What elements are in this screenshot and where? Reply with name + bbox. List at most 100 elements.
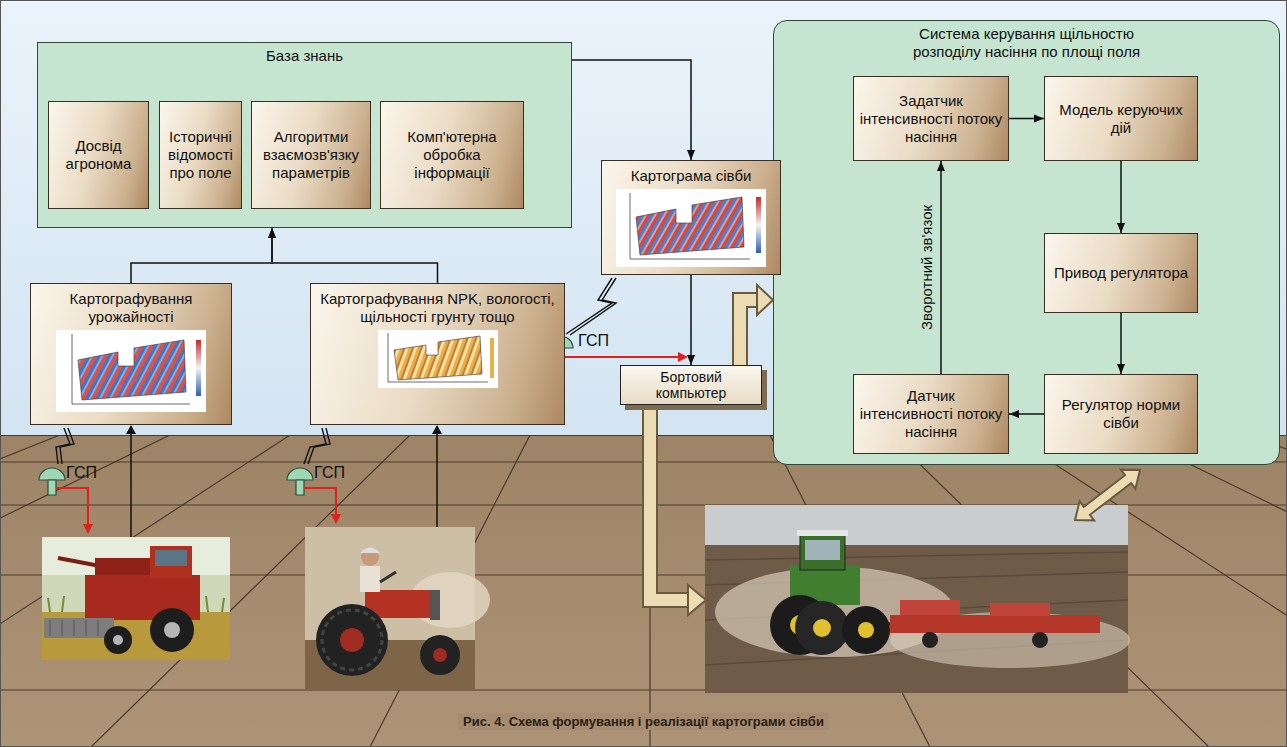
combine-photo [48, 598, 50, 612]
gps-label: ГСП [314, 463, 345, 482]
seeder-photo [842, 606, 890, 654]
combine-photo [50, 620, 98, 636]
gps-label: ГСП [578, 331, 609, 350]
box-label: Датчик інтенсивності потоку насіння [859, 387, 1003, 441]
radio-link-symbol [570, 278, 616, 335]
figure-caption: Рис. 4. Схема формування і реалізації ка… [458, 713, 829, 730]
feedback-label: Зворотний зв'язок [918, 203, 936, 332]
combine-photo [42, 537, 230, 660]
gps-antenna-icon [39, 468, 65, 495]
double-arrow-seeder-system [1068, 460, 1148, 529]
knowledge-box: Алгоритми взаємозв'язку параметрів [251, 101, 371, 209]
flow-arrow [1009, 414, 1044, 415]
gps-signal-arrow [56, 488, 88, 526]
gps-label: ГСП [66, 463, 97, 482]
flow-arrow [941, 161, 942, 374]
control-system-panel: Система керування щільностю розподілу на… [773, 20, 1280, 465]
seeder-photo [990, 603, 1050, 616]
hollow-arrow-to-seeder [650, 408, 690, 600]
combine-photo [164, 622, 180, 638]
gps-antenna-icon [287, 468, 313, 495]
seeder-photo [858, 622, 874, 638]
flow-arrow [940, 161, 942, 374]
flow-arrow [272, 228, 438, 283]
hollow-flow-arrow [740, 285, 773, 365]
onboard-computer-box: Бортовий компьютер [620, 365, 762, 405]
ground-grid [0, 435, 290, 747]
tractor-photo [433, 648, 447, 662]
combine-photo [104, 626, 132, 654]
seeder-photo [805, 540, 840, 560]
soil-map-image [378, 330, 498, 388]
data-arrow [432, 425, 442, 434]
combine-photo [62, 596, 64, 612]
soil-map-image [394, 336, 482, 380]
soil-mapping-box: Картографування NPK, вологості, щільност… [310, 283, 565, 425]
flow-arrow [1009, 118, 1044, 120]
tractor-photo [305, 527, 490, 690]
box-label: Картографування NPK, вологості, щільност… [316, 290, 559, 326]
seeder-photo [705, 505, 1130, 693]
seeder-photo [795, 601, 849, 655]
seeder-photo [800, 535, 845, 570]
tractor-photo [340, 628, 364, 652]
box-label: Алгоритми взаємозв'язку параметрів [257, 128, 365, 182]
tractor-photo [430, 590, 440, 620]
hollow-arrow-to-seeder [688, 585, 706, 615]
radio-link-symbol [566, 278, 612, 334]
flow-arrow [1120, 313, 1122, 374]
process-box: Привод регулятора [1044, 233, 1198, 313]
hollow-flow-arrow [740, 300, 757, 365]
process-box: Регулятор норми сівби [1044, 374, 1198, 454]
panel-heading: База знань [175, 43, 435, 65]
box-label: Картографування урожайності [36, 290, 226, 326]
seeder-photo [813, 619, 831, 637]
tractor-photo [360, 548, 380, 554]
edge-label-holder: Зворотний зв'язок [918, 203, 936, 332]
box-label: Досвід агронома [54, 137, 143, 173]
flow-arrow [131, 228, 272, 283]
seeder-photo [797, 530, 848, 536]
flow-arrow [1009, 413, 1044, 415]
tractor-photo [361, 548, 379, 566]
combine-photo [98, 620, 99, 636]
tractor-photo [380, 572, 396, 582]
soil-map-image [388, 333, 488, 382]
data-arrow [130, 433, 132, 537]
seeder-photo [705, 505, 1128, 545]
data-arrow [126, 425, 136, 434]
combine-photo [74, 620, 75, 636]
box-label: Картограма сівби [631, 167, 752, 185]
tractor-photo [316, 604, 388, 676]
sowing-map-image [630, 193, 750, 259]
flow-arrow [572, 60, 691, 160]
flow-arrow [572, 60, 691, 160]
flow-arrow [131, 228, 272, 283]
gps-signal-arrow [678, 352, 688, 362]
gps-antenna-icon [39, 468, 65, 480]
yield-map-image [56, 330, 206, 412]
soil-map-image [490, 338, 494, 378]
box-label: Комп'ютерна обробка інформації [386, 128, 518, 182]
gps-antenna-icon [296, 480, 304, 495]
flow-arrow [691, 275, 692, 365]
process-box: Задатчик інтенсивності потоку насіння [853, 76, 1009, 161]
process-box: Модель керуючих дій [1044, 76, 1198, 161]
flow-arrow [272, 228, 438, 283]
combine-photo [206, 596, 208, 612]
box-label: Регулятор норми сівби [1050, 396, 1192, 432]
gps-antenna-icon [287, 468, 313, 480]
seeder-photo [890, 615, 1100, 633]
box-label: Задатчик інтенсивності потоку насіння [859, 92, 1003, 146]
gps-signal-arrow [331, 514, 341, 524]
combine-photo [42, 537, 230, 660]
yield-map-image [72, 334, 190, 404]
flow-arrow [1120, 161, 1122, 233]
yield-map-image [56, 330, 206, 412]
tractor-photo [360, 566, 380, 592]
gps-antenna-icon [48, 480, 56, 495]
combine-photo [62, 620, 63, 636]
flow-arrow [690, 275, 692, 365]
hollow-flow-arrow [740, 300, 757, 365]
